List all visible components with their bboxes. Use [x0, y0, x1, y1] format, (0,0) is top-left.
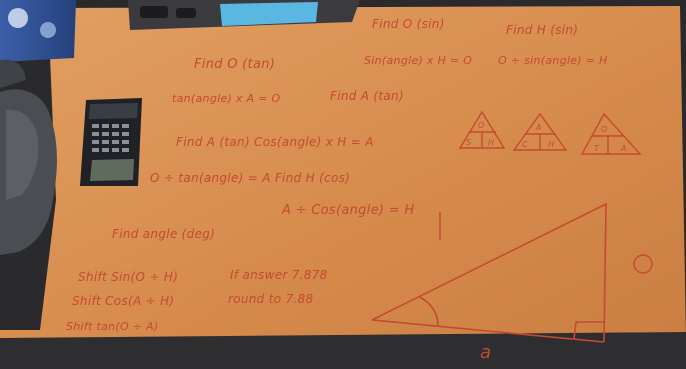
note-find-a-tan: Find A (tan) [330, 89, 404, 103]
blue-box [0, 0, 76, 62]
note-shift-tan: Shift tan(O ÷ A) [66, 320, 159, 333]
note-shift-sin: Shift Sin(O ÷ H) [78, 270, 178, 284]
desk-surface [0, 6, 686, 369]
triangle-3-right: A [620, 144, 627, 153]
right-angle-marker [573, 321, 604, 340]
note-find-h-sin: Find H (sin) [506, 23, 578, 37]
note-tan-times-a: tan(angle) x A = O [172, 92, 280, 105]
right-triangle-sketch [371, 202, 607, 343]
handwritten-notes: Find O (sin) Find H (sin) Find O (tan) S… [66, 17, 608, 333]
triangle-2-right: H [548, 140, 554, 149]
note-a-div-cos: A ÷ Cos(angle) = H [281, 203, 414, 218]
top-device [128, 0, 360, 30]
triangle-1-left: S [466, 138, 471, 147]
note-sin-times-h: Sin(angle) x H = O [364, 54, 472, 67]
triangle-3-left: T [594, 144, 600, 153]
mnemonic-triangle-toa [580, 112, 642, 155]
mnemonic-triangles [458, 110, 642, 155]
note-find-o-tan: Find O (tan) [194, 57, 275, 72]
triangle-hypotenuse-and-side [371, 202, 607, 343]
note-o-div-tan: O ÷ tan(angle) = A Find H (cos) [150, 171, 350, 185]
triangle-base [371, 319, 605, 343]
note-if-answer: If answer 7.878 [230, 268, 328, 282]
note-find-a-tan-cos: Find A (tan) Cos(angle) x H = A [176, 135, 374, 149]
desk-bottom-edge [0, 332, 686, 369]
triangle-label-o-circle [633, 254, 653, 274]
note-find-angle: Find angle (deg) [112, 227, 215, 241]
triangle-1-top: O [478, 121, 485, 130]
triangle-3-top: O [601, 125, 608, 134]
note-o-div-sin: O ÷ sin(angle) = H [498, 54, 608, 67]
note-find-o-sin: Find O (sin) [372, 17, 445, 31]
gray-cloth [0, 59, 57, 255]
calculator [80, 98, 142, 186]
triangle-2-left: C [522, 140, 528, 149]
angle-arc [419, 296, 439, 327]
mnemonic-triangle-letters: O S H A C H O T A [466, 121, 627, 153]
triangle-1-right: H [488, 138, 494, 147]
note-round-to: round to 7.88 [228, 292, 313, 306]
triangle-label-a: a [480, 342, 491, 363]
triangle-2-top: A [535, 123, 542, 132]
note-shift-cos: Shift Cos(A ÷ H) [72, 294, 174, 308]
